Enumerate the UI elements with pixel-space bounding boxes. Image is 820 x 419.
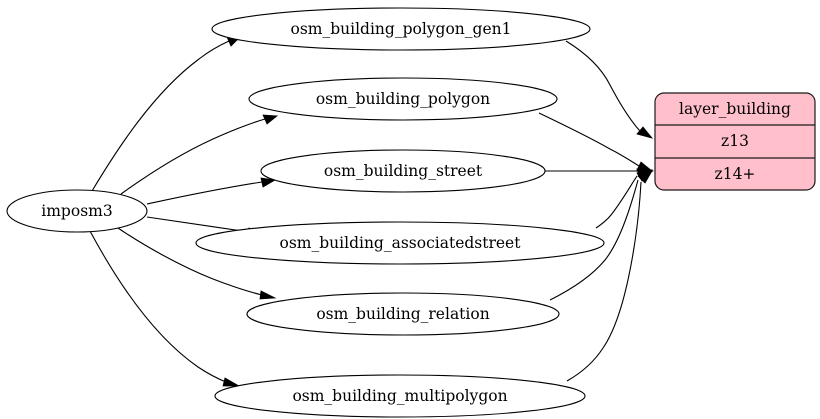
node-osm_building_polygon-shape[interactable] (248, 77, 558, 121)
edge-imposm3-to-street (146, 177, 277, 205)
node-osm_building_street-label: osm_building_street (324, 162, 483, 180)
node-osm_building_relation-shape[interactable] (246, 292, 560, 336)
node-osm_building_relation[interactable]: osm_building_relation (246, 292, 560, 336)
node-osm_building_associatedstreet-shape[interactable] (195, 221, 605, 265)
node-osm_building_multipolygon[interactable]: osm_building_multipolygon (214, 374, 586, 418)
node-osm_building_street[interactable]: osm_building_street (260, 149, 546, 193)
node-osm_building_polygon_gen1[interactable]: osm_building_polygon_gen1 (211, 7, 591, 51)
node-imposm3-shape[interactable] (6, 189, 148, 233)
edge-polygon-to-z14plus (538, 112, 654, 172)
edge-imposm3-to-polygon (120, 114, 279, 195)
node-osm_building_polygon_gen1-label: osm_building_polygon_gen1 (291, 20, 512, 38)
edge-imposm3-to-relation (117, 227, 277, 300)
node-osm_building_multipolygon-label: osm_building_multipolygon (292, 387, 507, 405)
layer-building-box[interactable] (654, 92, 816, 191)
edge-multipolygon-to-z14plus (566, 170, 653, 382)
node-layer_building[interactable]: layer_building z13 z14+ (654, 92, 816, 191)
node-osm_building_street-shape[interactable] (260, 149, 546, 193)
node-osm_building_multipolygon-shape[interactable] (214, 374, 586, 418)
node-osm_building_polygon[interactable]: osm_building_polygon (248, 77, 558, 121)
edge-group-target (538, 40, 655, 382)
layer-building-z13-label: z13 (721, 132, 749, 150)
layer-building-name-label: layer_building (679, 100, 791, 118)
node-osm_building_polygon-label: osm_building_polygon (316, 90, 490, 108)
node-imposm3[interactable]: imposm3 (6, 189, 148, 233)
node-osm_building_polygon_gen1-shape[interactable] (211, 7, 591, 51)
node-osm_building_associatedstreet[interactable]: osm_building_associatedstreet (195, 221, 605, 265)
edge-imposm3-to-polygon-gen1 (91, 35, 243, 192)
edge-polygon-gen1-to-z13 (565, 40, 654, 139)
node-imposm3-label: imposm3 (41, 202, 112, 220)
node-osm_building_associatedstreet-label: osm_building_associatedstreet (280, 234, 522, 252)
edge-street-to-z14plus (545, 165, 655, 177)
edge-imposm3-to-multipolygon (89, 230, 241, 387)
node-osm_building_relation-label: osm_building_relation (316, 305, 489, 323)
layer-building-z14plus-label: z14+ (715, 165, 756, 183)
